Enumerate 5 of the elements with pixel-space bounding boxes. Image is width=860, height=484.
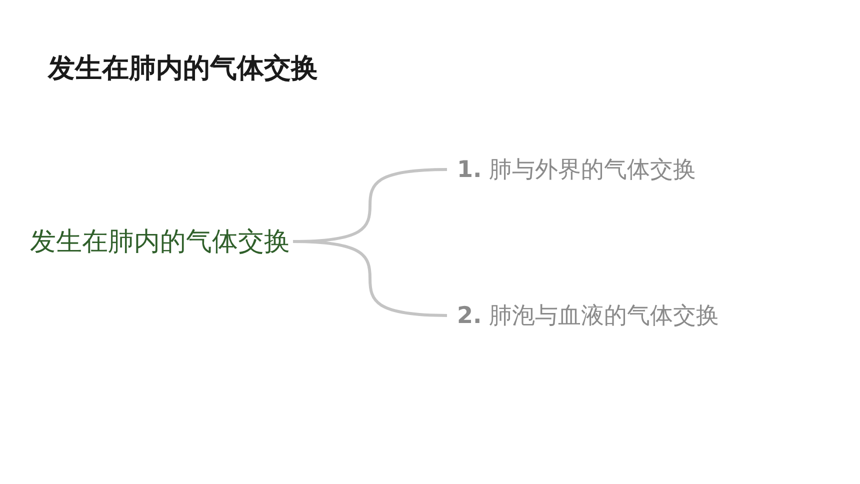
page-title: 发生在肺内的气体交换 <box>48 52 318 86</box>
branch-topic: 1. 肺与外界的气体交换 <box>457 154 696 185</box>
connector <box>292 240 448 317</box>
root-topic: 发生在肺内的气体交换 <box>30 224 290 259</box>
branch-topic: 2. 肺泡与血液的气体交换 <box>457 300 720 331</box>
